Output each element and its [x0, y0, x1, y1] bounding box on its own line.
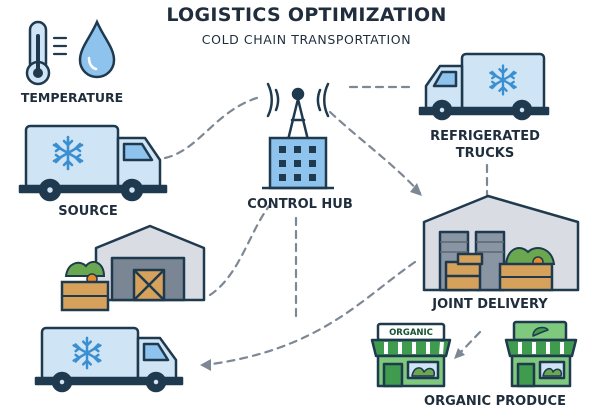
- connector-joint-to-stores: [456, 330, 482, 357]
- store-sign: ORGANIC: [389, 328, 433, 338]
- control-hub-building: [262, 136, 334, 190]
- label-control-hub: CONTROL HUB: [247, 197, 353, 212]
- label-joint-delivery: JOINT DELIVERY: [432, 297, 548, 312]
- store-icon: [370, 322, 452, 388]
- warehouse-icon: [94, 224, 206, 302]
- radio-tower-icon: [266, 82, 330, 142]
- page-title: LOGISTICS OPTIMIZATION: [166, 4, 447, 26]
- label-organic-produce: ORGANIC PRODUCE: [424, 394, 566, 409]
- crate-icon: [498, 247, 556, 292]
- page-subtitle: COLD CHAIN TRANSPORTATION: [201, 32, 412, 47]
- connectors: [163, 85, 489, 367]
- label-source: SOURCE: [58, 204, 118, 219]
- thermometer-icon: [25, 20, 68, 86]
- crate-icon: [60, 260, 110, 312]
- label-refrigerated-line1: REFRIGERATED: [430, 129, 540, 144]
- arrowhead-hub-to-joint: [410, 183, 422, 196]
- delivery-truck: [34, 326, 184, 393]
- arrowhead-joint-to-stores: [454, 348, 465, 359]
- label-refrigerated-line2: TRUCKS: [455, 146, 515, 161]
- arrowheads: [200, 183, 465, 371]
- label-temperature: TEMPERATURE: [20, 90, 124, 105]
- source-truck: [18, 124, 168, 202]
- connector-source-to-hub: [163, 95, 262, 160]
- arrowhead-joint-to-truck: [200, 359, 211, 371]
- connector-warehouse-to-source: [208, 203, 272, 297]
- refrigerated-truck: [418, 52, 550, 121]
- store-icon: [504, 320, 578, 388]
- connector-joint-to-truck: [203, 260, 417, 367]
- connector-hub-to-joint: [328, 110, 422, 195]
- label-refrigerated-trucks: REFRIGERATED TRUCKS: [400, 128, 570, 162]
